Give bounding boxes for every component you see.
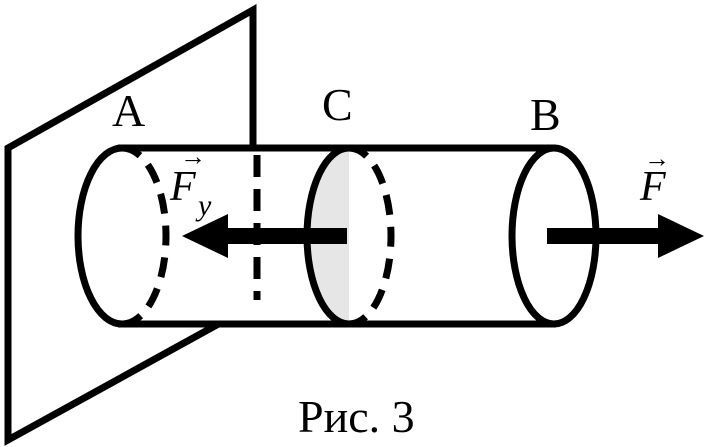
applied-force-vector-mark: → xyxy=(644,144,670,173)
elastic-force-symbol: F xyxy=(169,164,196,210)
figure-caption: Рис. 3 xyxy=(298,391,415,442)
applied-force-symbol: F xyxy=(639,164,666,210)
end-a-hidden-arc xyxy=(121,144,170,328)
label-b: B xyxy=(530,89,561,140)
label-a: A xyxy=(112,85,145,136)
elastic-force-vector-mark: → xyxy=(180,142,206,171)
applied-force-head xyxy=(658,214,704,258)
end-a-front-arc xyxy=(74,144,123,328)
elastic-force-head xyxy=(182,214,228,258)
section-c-hidden-arc xyxy=(348,144,395,328)
label-c: C xyxy=(322,79,353,130)
elastic-force-subscript: y xyxy=(195,189,212,222)
